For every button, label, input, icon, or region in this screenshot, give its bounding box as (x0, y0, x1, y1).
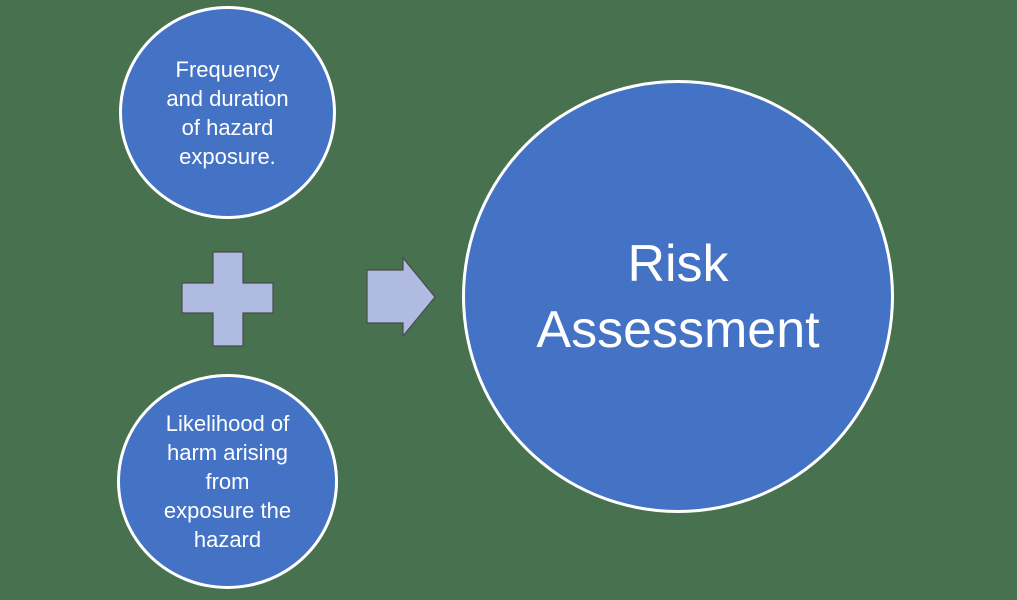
likelihood-text: Likelihood of harm arising from exposure… (163, 411, 292, 552)
frequency-text: Frequency and duration of hazard exposur… (166, 56, 289, 169)
input-circle-likelihood: Likelihood of harm arising from exposure… (117, 374, 338, 589)
result-circle: Risk Assessment (462, 80, 894, 513)
plus-icon (181, 251, 274, 347)
input-circle-frequency: Frequency and duration of hazard exposur… (119, 6, 336, 219)
arrow-right-icon (366, 256, 436, 338)
risk-assessment-text: Risk Assessment (536, 234, 820, 359)
